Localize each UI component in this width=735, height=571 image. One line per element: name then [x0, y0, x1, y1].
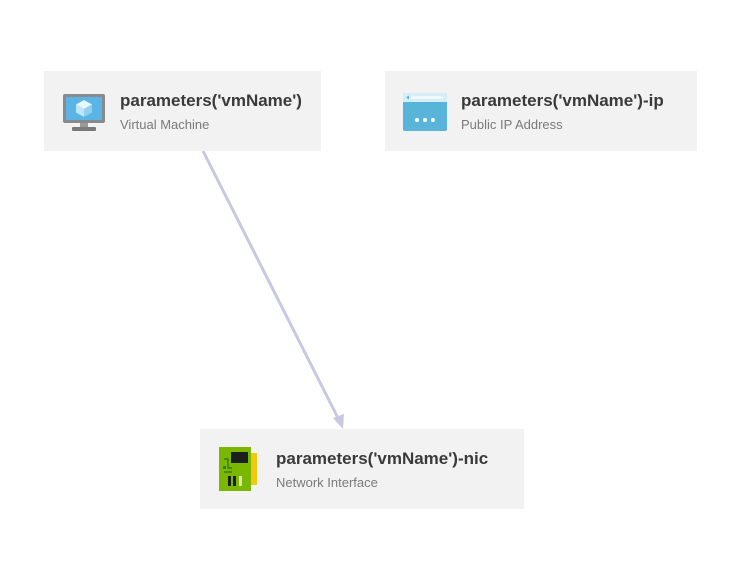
- node-public-ip-address[interactable]: parameters('vmName')-ip Public IP Addres…: [385, 71, 697, 151]
- node-title: parameters('vmName'): [120, 91, 302, 110]
- node-virtual-machine[interactable]: parameters('vmName') Virtual Machine: [44, 71, 321, 151]
- edge-arrowhead: [333, 414, 344, 429]
- edge-vm-to-nic: [201, 150, 341, 421]
- node-title: parameters('vmName')-ip: [461, 91, 664, 110]
- node-title: parameters('vmName')-nic: [276, 449, 489, 468]
- public-ip-icon: [402, 89, 448, 135]
- node-type: Public IP Address: [461, 117, 563, 132]
- node-type: Network Interface: [276, 475, 378, 490]
- virtual-machine-icon: [61, 89, 107, 135]
- node-type: Virtual Machine: [120, 117, 210, 132]
- network-interface-icon: [218, 446, 258, 492]
- node-network-interface[interactable]: parameters('vmName')-nic Network Interfa…: [200, 429, 524, 509]
